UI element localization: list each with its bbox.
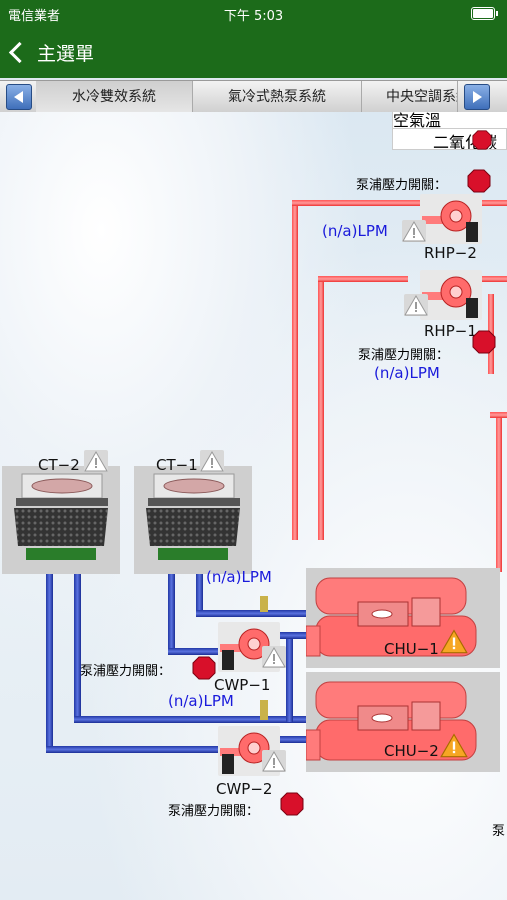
cold-pipe (168, 648, 224, 655)
cwp-1-flow: (n/a)LPM (206, 568, 272, 586)
ct-1-tower[interactable] (134, 466, 252, 574)
clock: 下午 5:03 (223, 9, 284, 24)
cold-pipe (280, 736, 310, 743)
alarm-stop-icon[interactable] (280, 792, 304, 816)
pump-icon (220, 732, 270, 774)
ct-1-label: CT−1 (156, 456, 198, 474)
valve (260, 596, 268, 612)
warning-icon[interactable] (404, 294, 428, 316)
chu-1-chiller[interactable] (305, 568, 500, 668)
nav-bar: 主選單 (0, 26, 507, 78)
cwp-2-label: CWP−2 (216, 780, 273, 798)
hot-pipe (490, 412, 507, 418)
warning-icon[interactable] (402, 220, 426, 242)
tab-air-cooled-heat-pump[interactable]: 氣冷式熱泵系統 (193, 81, 362, 113)
pump-switch-label: 泵浦壓力開關： (356, 178, 448, 193)
system-tab-bar: 水冷雙效系統 氣冷式熱泵系統 中央空調系統 (0, 80, 507, 114)
warning-icon[interactable] (440, 628, 468, 654)
pump-icon (422, 200, 478, 242)
cwp-2-flow: (n/a)LPM (168, 692, 234, 710)
cold-pipe (196, 610, 310, 617)
hot-pipe (292, 200, 298, 540)
cold-pipe (286, 632, 293, 722)
tab-scroll-left-button[interactable] (6, 84, 32, 110)
hot-pipe (496, 412, 502, 572)
hot-pipe (318, 276, 324, 540)
hot-pipe (292, 200, 422, 206)
ct-2-label: CT−2 (38, 456, 80, 474)
back-label: 主選單 (37, 42, 95, 65)
pump-switch-label: 泵浦壓力開關： (358, 348, 450, 363)
rhp-2-flow: (n/a)LPM (322, 222, 388, 240)
rhp-2-label: RHP−2 (424, 244, 477, 262)
carrier-label: 電信業者 (8, 9, 61, 24)
arrow-right-icon (473, 91, 482, 103)
system-diagram: 空氣溫 二氧化碳 泵浦壓力開關： (n/a)LPM RHP−2 RHP−1 泵浦… (0, 112, 507, 900)
tab-scroll-right-button[interactable] (464, 84, 490, 110)
chevron-left-icon (8, 41, 31, 63)
cwp-1-label: CWP−1 (214, 676, 271, 694)
warning-icon[interactable] (262, 646, 286, 668)
pump-switch-label: 泵浦壓力開關： (168, 804, 260, 819)
chu-2-label: CHU−2 (384, 742, 439, 760)
rhp-1-pump[interactable] (420, 270, 482, 320)
warning-icon[interactable] (440, 732, 468, 758)
alarm-stop-icon[interactable] (192, 656, 216, 680)
cold-pipe (280, 632, 310, 639)
rhp-1-flow: (n/a)LPM (374, 364, 440, 382)
pump-icon (220, 628, 270, 670)
cold-pipe (74, 716, 314, 723)
cooling-tower-icon (14, 473, 108, 560)
warning-icon[interactable] (200, 450, 224, 472)
arrow-left-icon (14, 91, 23, 103)
battery-icon (471, 7, 498, 20)
rhp-1-label: RHP−1 (424, 322, 477, 340)
tab-water-cooled[interactable]: 水冷雙效系統 (36, 81, 193, 113)
alarm-stop-icon[interactable] (472, 130, 492, 150)
hot-pipe (318, 276, 408, 282)
tab-central-ac[interactable]: 中央空調系統 (362, 81, 458, 113)
cold-pipe (46, 572, 53, 752)
cold-pipe (168, 572, 175, 654)
cold-pipe (196, 572, 203, 614)
warning-icon[interactable] (262, 750, 286, 772)
pump-switch-label: 泵浦壓力開關： (80, 664, 172, 679)
rhp-2-pump[interactable] (420, 194, 482, 244)
valve (260, 700, 268, 720)
chu-1-label: CHU−1 (384, 640, 439, 658)
ct-2-tower[interactable] (2, 466, 120, 574)
back-button[interactable]: 主選單 (8, 37, 95, 67)
cold-pipe (46, 746, 226, 753)
chu-2-chiller[interactable] (305, 672, 500, 772)
cold-pipe (74, 572, 81, 722)
alarm-stop-icon[interactable] (472, 330, 496, 354)
hot-pipe (480, 276, 507, 282)
chiller-icon (305, 577, 477, 657)
pump-icon (422, 276, 478, 318)
warning-icon[interactable] (84, 450, 108, 472)
air-temp-field: 空氣溫 (392, 112, 507, 130)
alarm-stop-icon[interactable] (467, 169, 491, 193)
edge-label: 泵 (492, 824, 506, 839)
chiller-icon (305, 681, 477, 761)
hot-pipe (480, 200, 507, 206)
cooling-tower-icon (146, 473, 240, 560)
status-bar: 電信業者 下午 5:03 (0, 0, 507, 26)
